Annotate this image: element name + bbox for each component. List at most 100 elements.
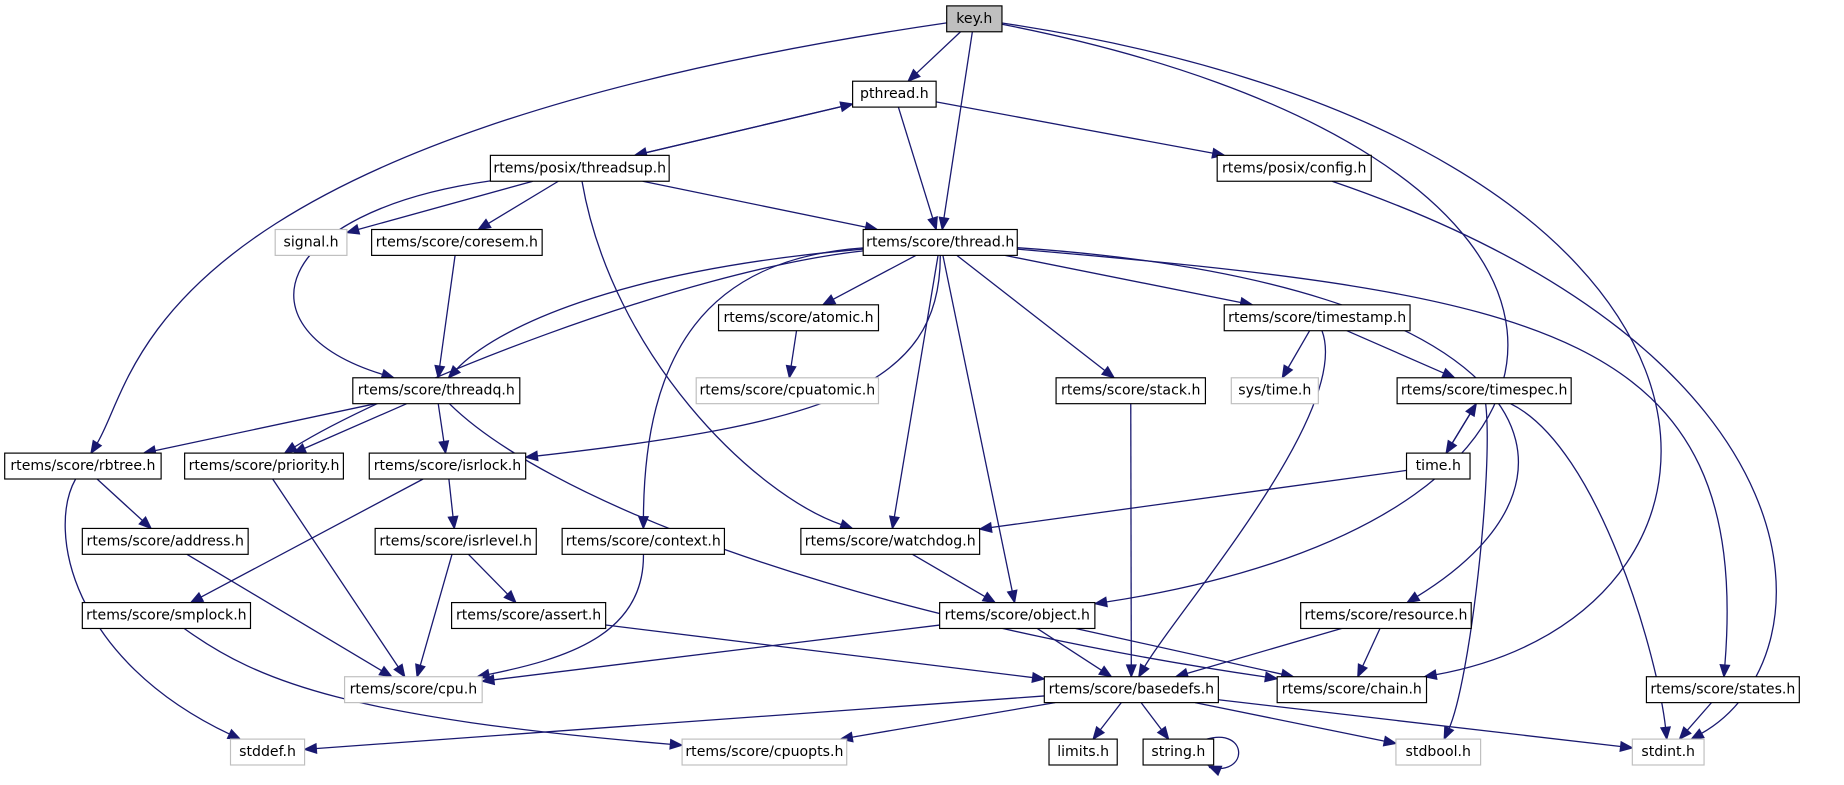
edge-line [455,248,864,371]
node-stdint[interactable]: stdint.h [1631,738,1705,766]
node-address[interactable]: rtems/score/address.h [81,527,249,555]
node-thread[interactable]: rtems/score/thread.h [862,228,1018,256]
node-isrlevel[interactable]: rtems/score/isrlevel.h [374,527,537,555]
node-label: rtems/score/cpuopts.h [685,744,843,760]
edge-line [1017,248,1728,667]
edge-line [293,250,864,449]
arrowhead-icon [415,663,426,679]
arrowhead-icon [1443,725,1455,741]
edge-threadsup-to-thread [642,180,879,233]
node-pthread[interactable]: pthread.h [852,80,937,108]
node-threadsup[interactable]: rtems/posix/threadsup.h [489,154,670,182]
node-label: stddef.h [239,744,296,760]
arrowhead-icon [345,223,361,235]
node-smplock[interactable]: rtems/score/smplock.h [81,601,252,630]
node-label: rtems/score/coresem.h [376,234,538,250]
node-box [939,601,1096,630]
node-label: rtems/score/states.h [1650,682,1795,698]
node-signal[interactable]: signal.h [274,228,348,256]
edge-line [199,478,424,599]
edge-line [1099,702,1122,732]
arrowhead-icon [1678,726,1692,741]
edge-line [487,554,645,676]
node-label: pthread.h [860,86,929,102]
arrowhead-icon [785,364,797,380]
node-limits[interactable]: limits.h [1048,738,1118,766]
node-chain[interactable]: rtems/score/chain.h [1276,676,1428,704]
node-key[interactable]: key.h [946,5,1003,33]
node-coresem[interactable]: rtems/score/coresem.h [371,228,543,256]
edge-line [942,255,1014,593]
node-label: time.h [1416,458,1461,474]
edge-line [315,695,1045,750]
node-context[interactable]: rtems/score/context.h [561,527,726,555]
edge-key-to-thread [938,31,973,232]
node-resource[interactable]: rtems/score/resource.h [1300,601,1472,630]
edge-timestamp-to-basedefs [1137,330,1327,679]
node-stack[interactable]: rtems/score/stack.h [1055,377,1207,405]
node-systime[interactable]: sys/time.h [1230,377,1319,405]
node-cpuopts[interactable]: rtems/score/cpuopts.h [681,738,848,766]
node-isrlock[interactable]: rtems/score/isrlock.h [368,452,527,480]
node-object[interactable]: rtems/score/object.h [939,601,1096,630]
node-box [1142,738,1215,766]
edge-object-to-basedefs [1036,627,1113,678]
node-timeh[interactable]: time.h [1405,452,1471,480]
node-label: rtems/score/address.h [87,533,244,549]
edge-line [1075,627,1284,676]
edge-timeh-to-watchdog [978,469,1407,533]
node-config[interactable]: rtems/posix/config.h [1216,154,1372,182]
edge-line [935,101,1215,155]
edge-line [1448,403,1488,730]
edge-states-to-stdint [1678,702,1713,741]
node-cpu[interactable]: rtems/score/cpu.h [343,676,483,704]
arrowhead-icon [1357,663,1369,679]
edge-line [1194,701,1386,742]
edge-line [487,180,559,225]
edge-line [1140,702,1163,732]
node-string[interactable]: string.h [1142,738,1215,766]
node-box [1645,676,1800,704]
edge-coresem-to-threadq [434,255,456,380]
node-assert[interactable]: rtems/score/assert.h [451,601,607,630]
edge-object-to-cpu [480,624,940,686]
arrowhead-icon [138,515,153,530]
node-priority[interactable]: rtems/score/priority.h [184,452,344,480]
node-watchdog[interactable]: rtems/score/watchdog.h [800,527,981,555]
arrowhead-icon [839,101,855,113]
node-box [1395,738,1482,766]
node-box [717,304,880,332]
edge-thread-to-stack [956,254,1116,379]
node-timestamp[interactable]: rtems/score/timestamp.h [1223,304,1411,332]
node-box [4,452,162,480]
edge-watchdog-to-object [912,553,997,604]
node-box [561,527,726,555]
node-label: rtems/score/isrlock.h [374,458,521,474]
edge-pthread-to-thread [897,106,938,232]
node-timespec[interactable]: rtems/score/timespec.h [1396,377,1572,405]
node-label: rtems/score/context.h [566,533,721,549]
arrowhead-icon [90,439,103,455]
arrowhead-icon [189,591,205,604]
edge-line [915,31,962,75]
node-basedefs[interactable]: rtems/score/basedefs.h [1043,676,1219,704]
node-cpuatomic[interactable]: rtems/score/cpuatomic.h [695,377,880,405]
edge-pthread-to-config [935,101,1226,159]
node-stdbool[interactable]: stdbool.h [1395,738,1482,766]
node-rbtree[interactable]: rtems/score/rbtree.h [4,452,162,480]
node-label: rtems/posix/threadsup.h [493,160,666,176]
node-stddef[interactable]: stddef.h [229,738,306,766]
arrowhead-icon [1719,663,1731,679]
edge-line [303,403,407,450]
edge-basedefs-to-string [1140,702,1170,741]
node-states[interactable]: rtems/score/states.h [1645,676,1800,704]
node-box [681,738,848,766]
node-label: rtems/score/cpu.h [350,682,478,698]
edge-line [437,403,445,443]
edge-line [419,554,453,667]
arrowhead-icon [906,68,921,83]
node-threadq[interactable]: rtems/score/threadq.h [352,377,521,405]
edge-key-to-rbtree [90,22,947,455]
node-label: rtems/score/isrlevel.h [379,533,532,549]
node-atomic[interactable]: rtems/score/atomic.h [717,304,880,332]
